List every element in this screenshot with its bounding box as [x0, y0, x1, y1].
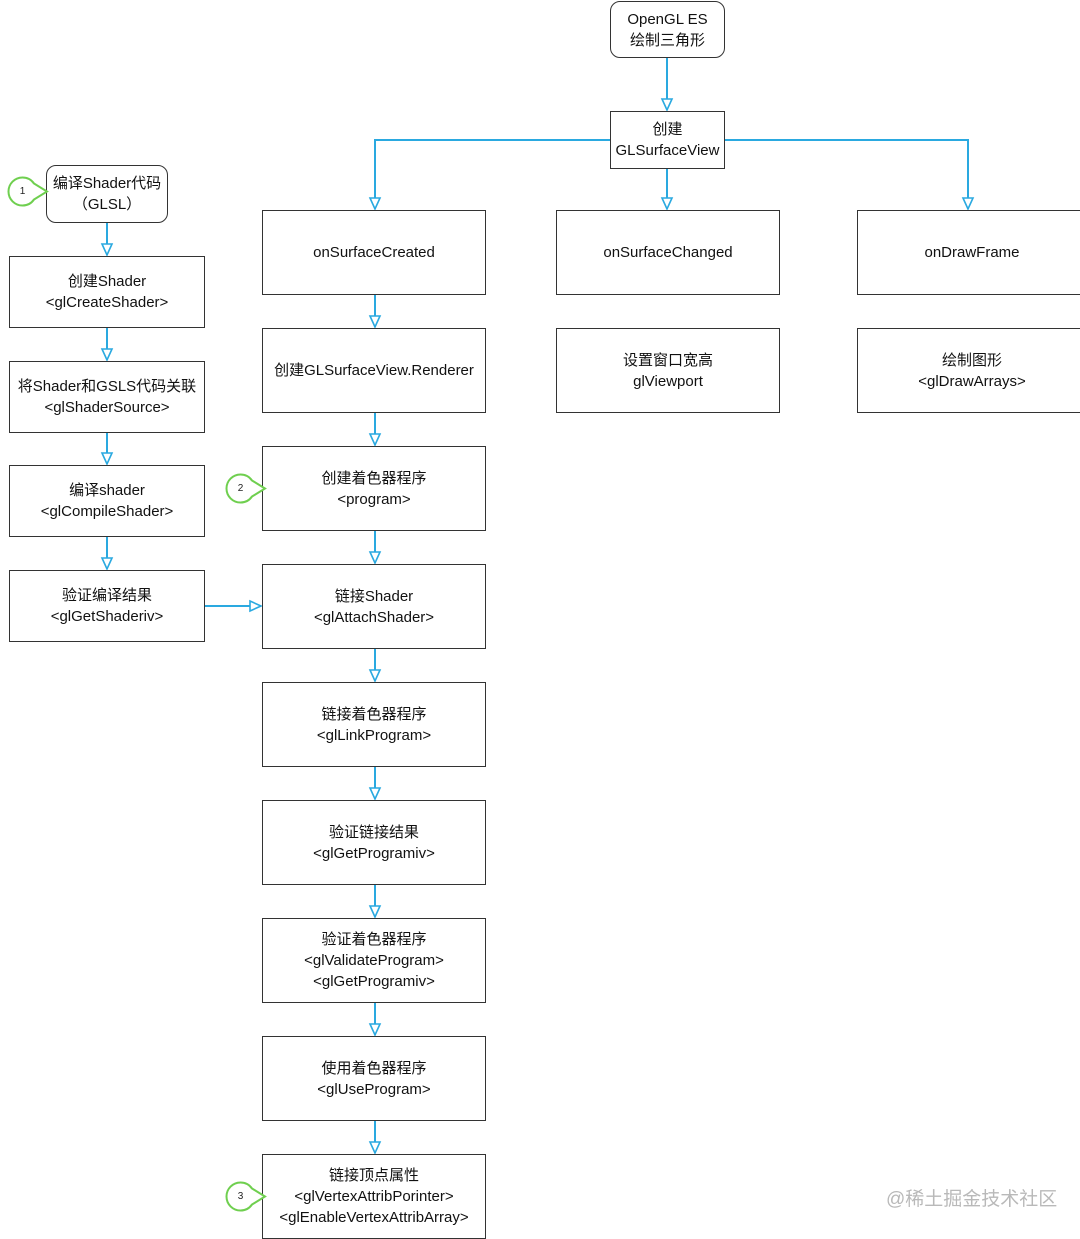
validate-program-node: 验证着色器程序 <glValidateProgram> <glGetProgrami… — [262, 918, 486, 1003]
arrowhead-icon — [368, 197, 382, 211]
node-label-line: 绘制图形 — [941, 351, 1002, 369]
step-badge-1: 1 — [7, 176, 49, 207]
badge-number: 3 — [237, 1191, 244, 1202]
arrowhead-icon — [249, 599, 263, 613]
node-label-line: 设置窗口宽高 — [622, 351, 713, 369]
attach-shader-node: 链接Shader <glAttachShader> — [262, 564, 486, 649]
connector-line — [725, 139, 969, 209]
node-label-line: 验证链接结果 — [328, 823, 419, 841]
on-surface-changed-node: onSurfaceChanged — [556, 210, 780, 295]
arrowhead-icon — [660, 197, 674, 211]
node-label-line: <glGetProgramiv> — [313, 973, 435, 990]
node-label-line: glViewport — [633, 372, 703, 390]
arrowhead-icon — [368, 905, 382, 919]
arrowhead-icon — [368, 315, 382, 329]
node-label-line: 创建着色器程序 — [321, 469, 427, 487]
arrowhead-icon — [368, 1141, 382, 1155]
step-badge-3: 3 — [225, 1181, 267, 1212]
node-label-line: 链接Shader — [334, 587, 414, 605]
link-program-node: 链接着色器程序 <glLinkProgram> — [262, 682, 486, 767]
arrowhead-icon — [368, 1023, 382, 1037]
arrowhead-icon — [961, 197, 975, 211]
node-label-line: <glShaderSource> — [44, 399, 170, 416]
node-label-line: <glLinkProgram> — [316, 726, 432, 744]
arrowhead-icon — [100, 243, 114, 257]
node-label-line: OpenGL ES — [627, 10, 708, 28]
vertex-attrib-node: 链接顶点属性 <glVertexAttribPorinter> <glEnableV… — [262, 1154, 486, 1239]
arrowhead-icon — [368, 433, 382, 447]
node-label-line: 绘制三角形 — [629, 31, 705, 49]
node-label-line: 使用着色器程序 — [321, 1059, 427, 1077]
compile-glsl-node: 编译Shader代码 （GLSL） — [46, 165, 168, 223]
watermark: @稀土掘金技术社区 — [886, 1189, 1058, 1210]
node-label-line: 创建 — [652, 121, 683, 138]
arrowhead-icon — [100, 348, 114, 362]
node-label-line: onSurfaceCreated — [313, 244, 435, 261]
badge-marker-icon — [225, 473, 267, 504]
node-label-line: <glEnableVertexAttribArray> — [279, 1209, 469, 1226]
node-label-line: 创建GLSurfaceView.Renderer — [274, 362, 474, 379]
node-label-line: 验证编译结果 — [61, 587, 152, 604]
connector-line — [374, 139, 610, 209]
verify-link-node: 验证链接结果 <glGetProgramiv> — [262, 800, 486, 885]
badge-number: 2 — [237, 483, 244, 494]
arrowhead-icon — [100, 557, 114, 571]
badge-marker-icon — [225, 1181, 267, 1212]
node-label-line: 将Shader和GSLS代码关联 — [17, 378, 197, 395]
node-label-line: <glUseProgram> — [317, 1080, 431, 1098]
node-label-line: <program> — [337, 490, 411, 508]
arrowhead-icon — [368, 787, 382, 801]
node-label-line: <glCreateShader> — [45, 294, 169, 311]
create-glsurfaceview-node: 创建 GLSurfaceView — [610, 111, 725, 169]
compile-shader-node: 编译shader <glCompileShader> — [9, 465, 205, 537]
node-label-line: <glGetShaderiv> — [50, 608, 164, 625]
badge-marker-icon — [7, 176, 49, 207]
node-label-line: 验证着色器程序 — [321, 931, 427, 948]
node-label-line: GLSurfaceView — [615, 142, 720, 159]
root-node: OpenGL ES 绘制三角形 — [610, 1, 725, 58]
step-badge-2: 2 — [225, 473, 267, 504]
node-label-line: 编译shader — [69, 482, 145, 499]
on-surface-created-node: onSurfaceCreated — [262, 210, 486, 295]
node-label-line: 链接着色器程序 — [321, 705, 427, 723]
node-label-line: （GLSL） — [72, 196, 142, 213]
node-label-line: <glDrawArrays> — [918, 372, 1026, 390]
node-label-line: 链接顶点属性 — [328, 1167, 419, 1184]
create-shader-node: 创建Shader <glCreateShader> — [9, 256, 205, 328]
arrowhead-icon — [100, 452, 114, 466]
use-program-node: 使用着色器程序 <glUseProgram> — [262, 1036, 486, 1121]
node-label-line: onSurfaceChanged — [603, 244, 733, 261]
node-label-line: <glValidateProgram> — [304, 952, 444, 969]
verify-compile-node: 验证编译结果 <glGetShaderiv> — [9, 570, 205, 642]
node-label-line: <glGetProgramiv> — [313, 844, 435, 862]
set-viewport-node: 设置窗口宽高 glViewport — [556, 328, 780, 413]
node-label-line: onDrawFrame — [924, 244, 1020, 261]
node-label-line: 创建Shader — [67, 273, 147, 290]
node-label-line: <glVertexAttribPorinter> — [294, 1188, 454, 1205]
create-renderer-node: 创建GLSurfaceView.Renderer — [262, 328, 486, 413]
shader-source-node: 将Shader和GSLS代码关联 <glShaderSource> — [9, 361, 205, 433]
arrowhead-icon — [368, 669, 382, 683]
draw-shape-node: 绘制图形 <glDrawArrays> — [857, 328, 1080, 413]
badge-number: 1 — [19, 186, 26, 197]
create-program-node: 创建着色器程序 <program> — [262, 446, 486, 531]
on-draw-frame-node: onDrawFrame — [857, 210, 1080, 295]
node-label-line: <glAttachShader> — [313, 608, 435, 626]
arrowhead-icon — [368, 551, 382, 565]
node-label-line: <glCompileShader> — [40, 503, 174, 520]
arrowhead-icon — [660, 98, 674, 112]
node-label-line: 编译Shader代码 — [52, 175, 162, 192]
